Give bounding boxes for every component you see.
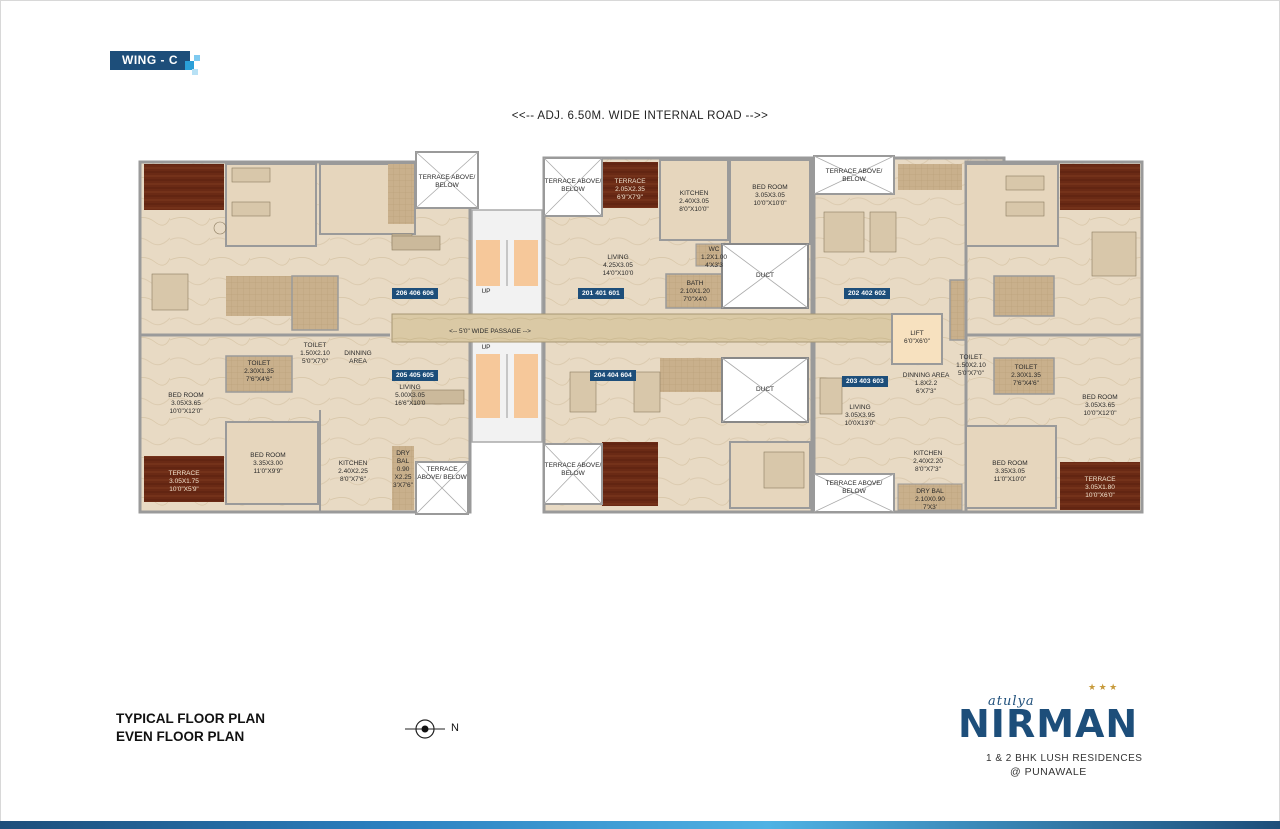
- unit-badge-201: 201 401 601: [578, 288, 624, 299]
- stair-up-bottom: UP: [481, 344, 491, 351]
- wing-label: WING - C: [110, 51, 190, 70]
- floor-plan: TERRACE ABOVE/ BELOW TERRACE ABOVE/ BELO…: [130, 150, 1150, 520]
- stair-up-top: UP: [481, 288, 491, 295]
- passage-corridor: [391, 313, 895, 343]
- terrace-label: TERRACE ABOVE/ BELOW: [544, 462, 602, 477]
- duct-top-label: DUCT: [755, 272, 775, 279]
- terrace-label: TERRACE ABOVE/ BELOW: [418, 174, 476, 189]
- unit-badge-204: 204 404 604: [590, 370, 636, 381]
- terrace-label: TERRACE ABOVE/ BELOW: [825, 480, 883, 495]
- terrace-label: TERRACE ABOVE/ BELOW: [417, 466, 467, 481]
- brand-logo: ★ ★ ★ atulya NIRMAN 1 & 2 BHK LUSH RESID…: [950, 680, 1170, 780]
- left-terraces: [415, 151, 479, 515]
- unit-badge-203: 203 403 603: [842, 376, 888, 387]
- wing-accent-square: [194, 55, 200, 61]
- floor-plan-drawing: [138, 151, 1144, 515]
- unit-badge-205: 205 405 605: [392, 370, 438, 381]
- road-label: <<-- ADJ. 6.50M. WIDE INTERNAL ROAD -->>: [511, 110, 769, 122]
- dinning-205: DINNING AREA: [344, 350, 372, 365]
- ducts: [721, 243, 809, 423]
- lift-shaft: [891, 313, 943, 365]
- plan-title-line2: EVEN FLOOR PLAN: [116, 729, 245, 744]
- right-block: [964, 160, 1144, 514]
- stars-icon: ★ ★ ★: [1088, 682, 1118, 692]
- logo-location: @ PUNAWALE: [1010, 766, 1087, 778]
- passage-label: <-- 5'0" WIDE PASSAGE -->: [449, 328, 531, 335]
- wing-accent-square: [192, 69, 198, 75]
- bottom-accent-strip: [0, 821, 1280, 829]
- north-arrow-icon: [405, 719, 445, 739]
- duct-bottom-label: DUCT: [755, 386, 775, 393]
- wing-accent-square: [185, 61, 194, 70]
- plan-title-line1: TYPICAL FLOOR PLAN: [116, 711, 266, 726]
- unit-badge-202: 202 402 602: [844, 288, 890, 299]
- unit-badge-206: 206 406 606: [392, 288, 438, 299]
- logo-small-text: atulya: [988, 694, 1035, 709]
- terrace-label: TERRACE ABOVE/ BELOW: [825, 168, 883, 183]
- logo-main-text: NIRMAN: [958, 702, 1139, 746]
- plan-title: TYPICAL FLOOR PLAN EVEN FLOOR PLAN: [116, 710, 265, 746]
- north-label: N: [451, 722, 459, 734]
- logo-tagline: 1 & 2 BHK LUSH RESIDENCES: [986, 753, 1143, 764]
- terrace-label: TERRACE ABOVE/ BELOW: [544, 178, 602, 193]
